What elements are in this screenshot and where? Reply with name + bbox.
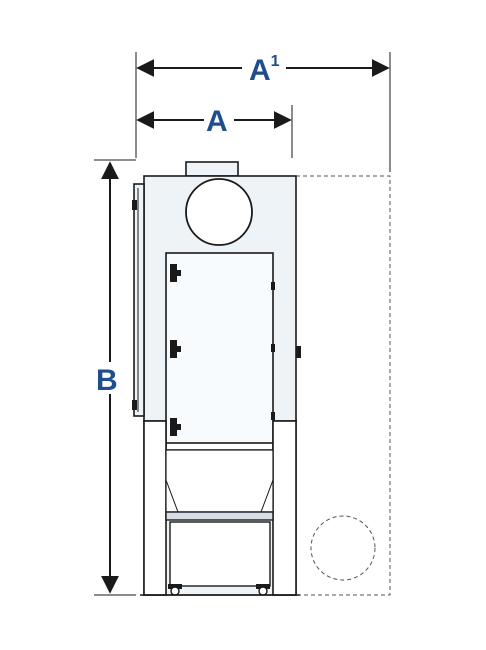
hopper-inner bbox=[165, 449, 274, 513]
dimension-a1-superscript: 1 bbox=[271, 53, 280, 70]
door-hinge-top bbox=[271, 282, 275, 290]
dimension-a1-label-bg bbox=[242, 52, 286, 82]
dimension-a1-letter: A bbox=[249, 54, 271, 87]
hopper-slope-right-inner bbox=[260, 479, 274, 513]
door-handle-bottom bbox=[170, 418, 181, 436]
base-leg-right bbox=[272, 420, 297, 596]
door-hinge-middle bbox=[271, 344, 275, 352]
side-latch-bottom bbox=[132, 400, 137, 410]
clearance-circle bbox=[310, 515, 376, 581]
dimension-a-label: A bbox=[206, 105, 228, 138]
dimension-b-label: B bbox=[96, 364, 118, 397]
door-hinge-bottom bbox=[271, 412, 275, 420]
hopper-slope-left-inner bbox=[165, 479, 179, 513]
collection-drawer bbox=[169, 521, 271, 587]
access-door bbox=[165, 252, 274, 444]
side-latch-top bbox=[132, 200, 137, 210]
dimension-a-label-bg bbox=[204, 104, 234, 134]
side-panel bbox=[133, 183, 145, 417]
dimension-b-label-bg bbox=[94, 362, 126, 394]
dimension-a1-label: A1 bbox=[249, 53, 280, 87]
drawer-rail bbox=[165, 511, 274, 521]
door-handle-top bbox=[170, 264, 181, 282]
door-handle-middle bbox=[170, 340, 181, 358]
side-knob bbox=[296, 346, 301, 358]
outlet-opening bbox=[185, 178, 253, 246]
top-collar bbox=[185, 161, 239, 177]
base-leg-left bbox=[143, 420, 167, 596]
clearance-envelope bbox=[296, 175, 391, 596]
